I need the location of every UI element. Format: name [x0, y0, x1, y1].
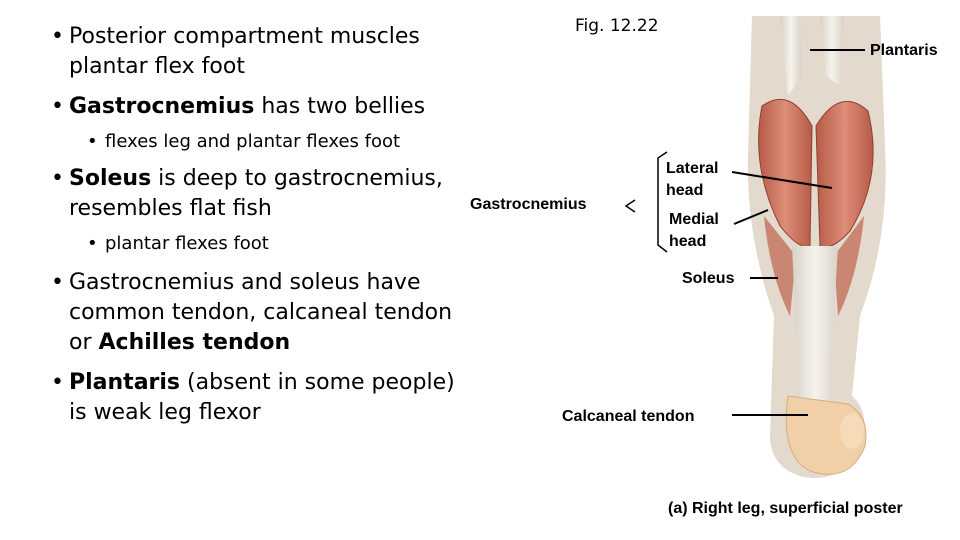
leader-lines — [0, 0, 960, 540]
